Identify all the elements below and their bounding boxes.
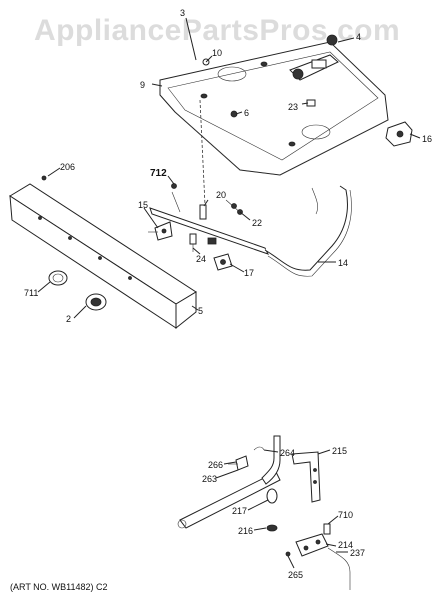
callout-22: 22 xyxy=(252,218,262,228)
part-712-screw xyxy=(171,183,177,189)
oven-burner-tube xyxy=(177,435,281,529)
alignment-line xyxy=(199,99,206,206)
part-214-valve xyxy=(295,533,329,557)
callout-217: 217 xyxy=(232,506,247,516)
part-17-fitting xyxy=(213,253,233,271)
callout-3: 3 xyxy=(180,8,185,18)
callout-5: 5 xyxy=(198,306,203,316)
callout-264: 264 xyxy=(280,448,295,458)
part-265-screw xyxy=(285,551,291,557)
callout-712: 712 xyxy=(150,168,167,179)
part-710-fitting xyxy=(323,523,331,535)
callout-14: 14 xyxy=(338,258,348,268)
callout-24: 24 xyxy=(196,254,206,264)
callout-215: 215 xyxy=(332,446,347,456)
callout-16: 16 xyxy=(422,134,432,144)
callout-2: 2 xyxy=(66,314,71,324)
part-206-screw xyxy=(41,175,47,181)
callout-263: 263 xyxy=(202,474,217,484)
callout-15: 15 xyxy=(138,200,148,210)
burner-pan-assembly xyxy=(159,41,389,176)
callout-237: 237 xyxy=(350,548,365,558)
callout-216: 216 xyxy=(238,526,253,536)
part-23-fitting xyxy=(306,99,316,107)
callout-265: 265 xyxy=(288,570,303,580)
callout-206: 206 xyxy=(60,162,75,172)
callout-9: 9 xyxy=(140,80,145,90)
callout-266: 266 xyxy=(208,460,223,470)
part-264-clip xyxy=(253,446,265,451)
callout-labels: 3 4 9 10 6 23 16 206 712 20 15 22 24 17 … xyxy=(24,8,432,580)
callout-17: 17 xyxy=(244,268,254,278)
part-216-washer xyxy=(266,524,278,532)
part-15-valve xyxy=(148,221,173,241)
part-16-bracket xyxy=(385,121,413,147)
art-number: (ART NO. WB11482) C2 xyxy=(10,582,108,592)
leader-lines xyxy=(37,17,421,569)
callout-711: 711 xyxy=(24,288,38,298)
igniter-266 xyxy=(228,455,249,471)
callout-23: 23 xyxy=(288,102,298,112)
part-237-capillary xyxy=(327,547,351,590)
valve-bracket xyxy=(289,34,339,81)
part-215-bracket xyxy=(291,451,321,503)
callout-20: 20 xyxy=(216,190,226,200)
callout-10: 10 xyxy=(212,48,222,58)
callout-4: 4 xyxy=(356,32,361,42)
callout-710: 710 xyxy=(338,510,353,520)
control-panel xyxy=(9,183,197,330)
knob-2 xyxy=(85,293,107,311)
watermark-logo: AppliancePartsPros.com xyxy=(34,14,400,47)
knob-711 xyxy=(48,270,68,286)
callout-214: 214 xyxy=(338,540,353,550)
manifold-assembly xyxy=(149,185,352,277)
callout-6: 6 xyxy=(244,108,249,118)
